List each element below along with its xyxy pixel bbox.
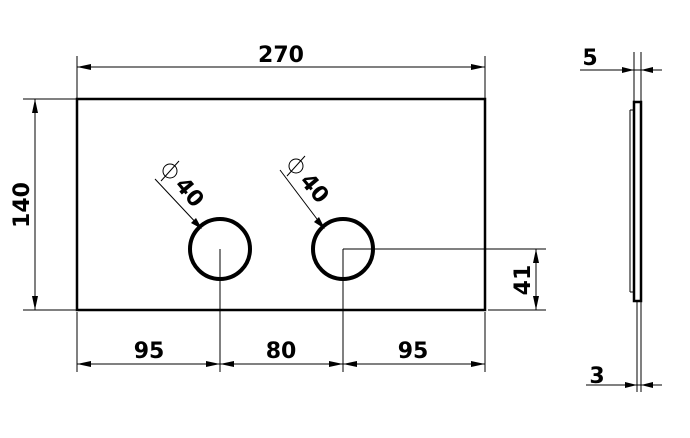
height-dimension: 140 (10, 98, 77, 311)
offset-left-label: 95 (134, 339, 165, 364)
button-height-dimension: 41 (343, 248, 546, 311)
height-label: 140 (10, 182, 35, 228)
side-depth-label: 5 (582, 46, 597, 71)
offset-right-label: 95 (398, 339, 429, 364)
diameter-label-right: 40 (295, 169, 334, 209)
diameter-label-left: 40 (170, 173, 209, 213)
side-thickness-label: 3 (589, 364, 604, 389)
side-depth-dimension: 5 (580, 46, 662, 73)
width-dimension: 270 (76, 43, 486, 99)
diameter-callout-right: 40 (279, 155, 334, 229)
side-thickness-dimension: 3 (586, 364, 662, 389)
plate-outline (75, 97, 487, 312)
bottom-dimensions: 95 80 95 (76, 249, 486, 372)
width-label: 270 (258, 43, 304, 68)
side-view (629, 52, 643, 392)
diameter-callout-left: 40 (154, 160, 209, 229)
button-height-label: 41 (511, 265, 536, 296)
spacing-label: 80 (266, 339, 297, 364)
